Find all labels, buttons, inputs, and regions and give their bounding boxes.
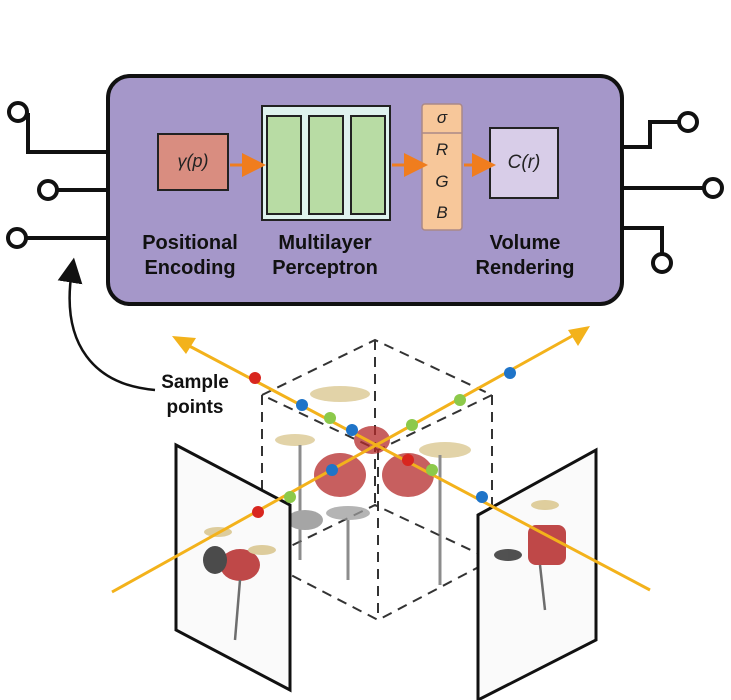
left-connectors bbox=[18, 113, 108, 240]
output-sigma-text: σ bbox=[436, 108, 448, 127]
point-blue bbox=[504, 367, 516, 379]
connector-node-4 bbox=[677, 111, 699, 133]
point-green bbox=[324, 412, 336, 424]
sample-points-arrow bbox=[57, 257, 156, 392]
encoding-box bbox=[157, 133, 229, 191]
point-green bbox=[284, 491, 296, 503]
point-green bbox=[406, 419, 418, 431]
mlp-layer-2 bbox=[308, 115, 344, 215]
point-red bbox=[249, 372, 261, 384]
encoding-label-line-1: Positional bbox=[142, 232, 238, 254]
mlp-layer-3 bbox=[350, 115, 386, 215]
output-g-text: G bbox=[435, 172, 449, 191]
left-drum-photo bbox=[203, 527, 276, 641]
output-r-text: R bbox=[435, 140, 449, 159]
render-label-line-2: Rendering bbox=[475, 257, 575, 279]
right-image-panel bbox=[476, 447, 598, 700]
scene-cube bbox=[259, 338, 495, 622]
render-label: Volume Rendering bbox=[455, 232, 595, 279]
right-drum-photo bbox=[494, 500, 566, 611]
output-b-text: B bbox=[436, 203, 448, 222]
point-green bbox=[454, 394, 466, 406]
point-blue bbox=[476, 491, 488, 503]
connector-node-5 bbox=[702, 177, 724, 199]
connector-node-3 bbox=[6, 227, 28, 249]
point-blue bbox=[326, 464, 338, 476]
point-blue bbox=[296, 399, 308, 411]
point-blue bbox=[346, 424, 358, 436]
render-label-line-1: Volume bbox=[489, 232, 561, 254]
sample-points-label: Sample points bbox=[150, 372, 240, 419]
encoding-function-text: γ(p) bbox=[177, 151, 209, 171]
sample-points-label-line-2: points bbox=[166, 397, 224, 418]
encoding-label-line-2: Encoding bbox=[144, 257, 236, 279]
point-red bbox=[252, 506, 264, 518]
point-green bbox=[426, 464, 438, 476]
mlp-label: Multilayer Perceptron bbox=[250, 232, 400, 279]
mlp-label-line-2: Perceptron bbox=[272, 257, 378, 279]
connector-node-6 bbox=[651, 252, 673, 274]
connector-node-2 bbox=[37, 179, 59, 201]
encoding-label: Positional Encoding bbox=[120, 232, 260, 279]
mlp-label-line-1: Multilayer bbox=[278, 232, 372, 254]
connector-node-1 bbox=[7, 101, 29, 123]
drum-kit-illustration bbox=[275, 386, 471, 585]
ray-2-arrowhead bbox=[172, 336, 196, 354]
render-function-text: C(r) bbox=[507, 152, 541, 173]
ray-1-arrowhead bbox=[568, 326, 590, 346]
sample-points bbox=[249, 367, 516, 518]
sample-points-label-line-1: Sample bbox=[161, 372, 229, 393]
point-red bbox=[402, 454, 414, 466]
mlp-layer-1 bbox=[266, 115, 302, 215]
right-connectors bbox=[622, 120, 706, 255]
